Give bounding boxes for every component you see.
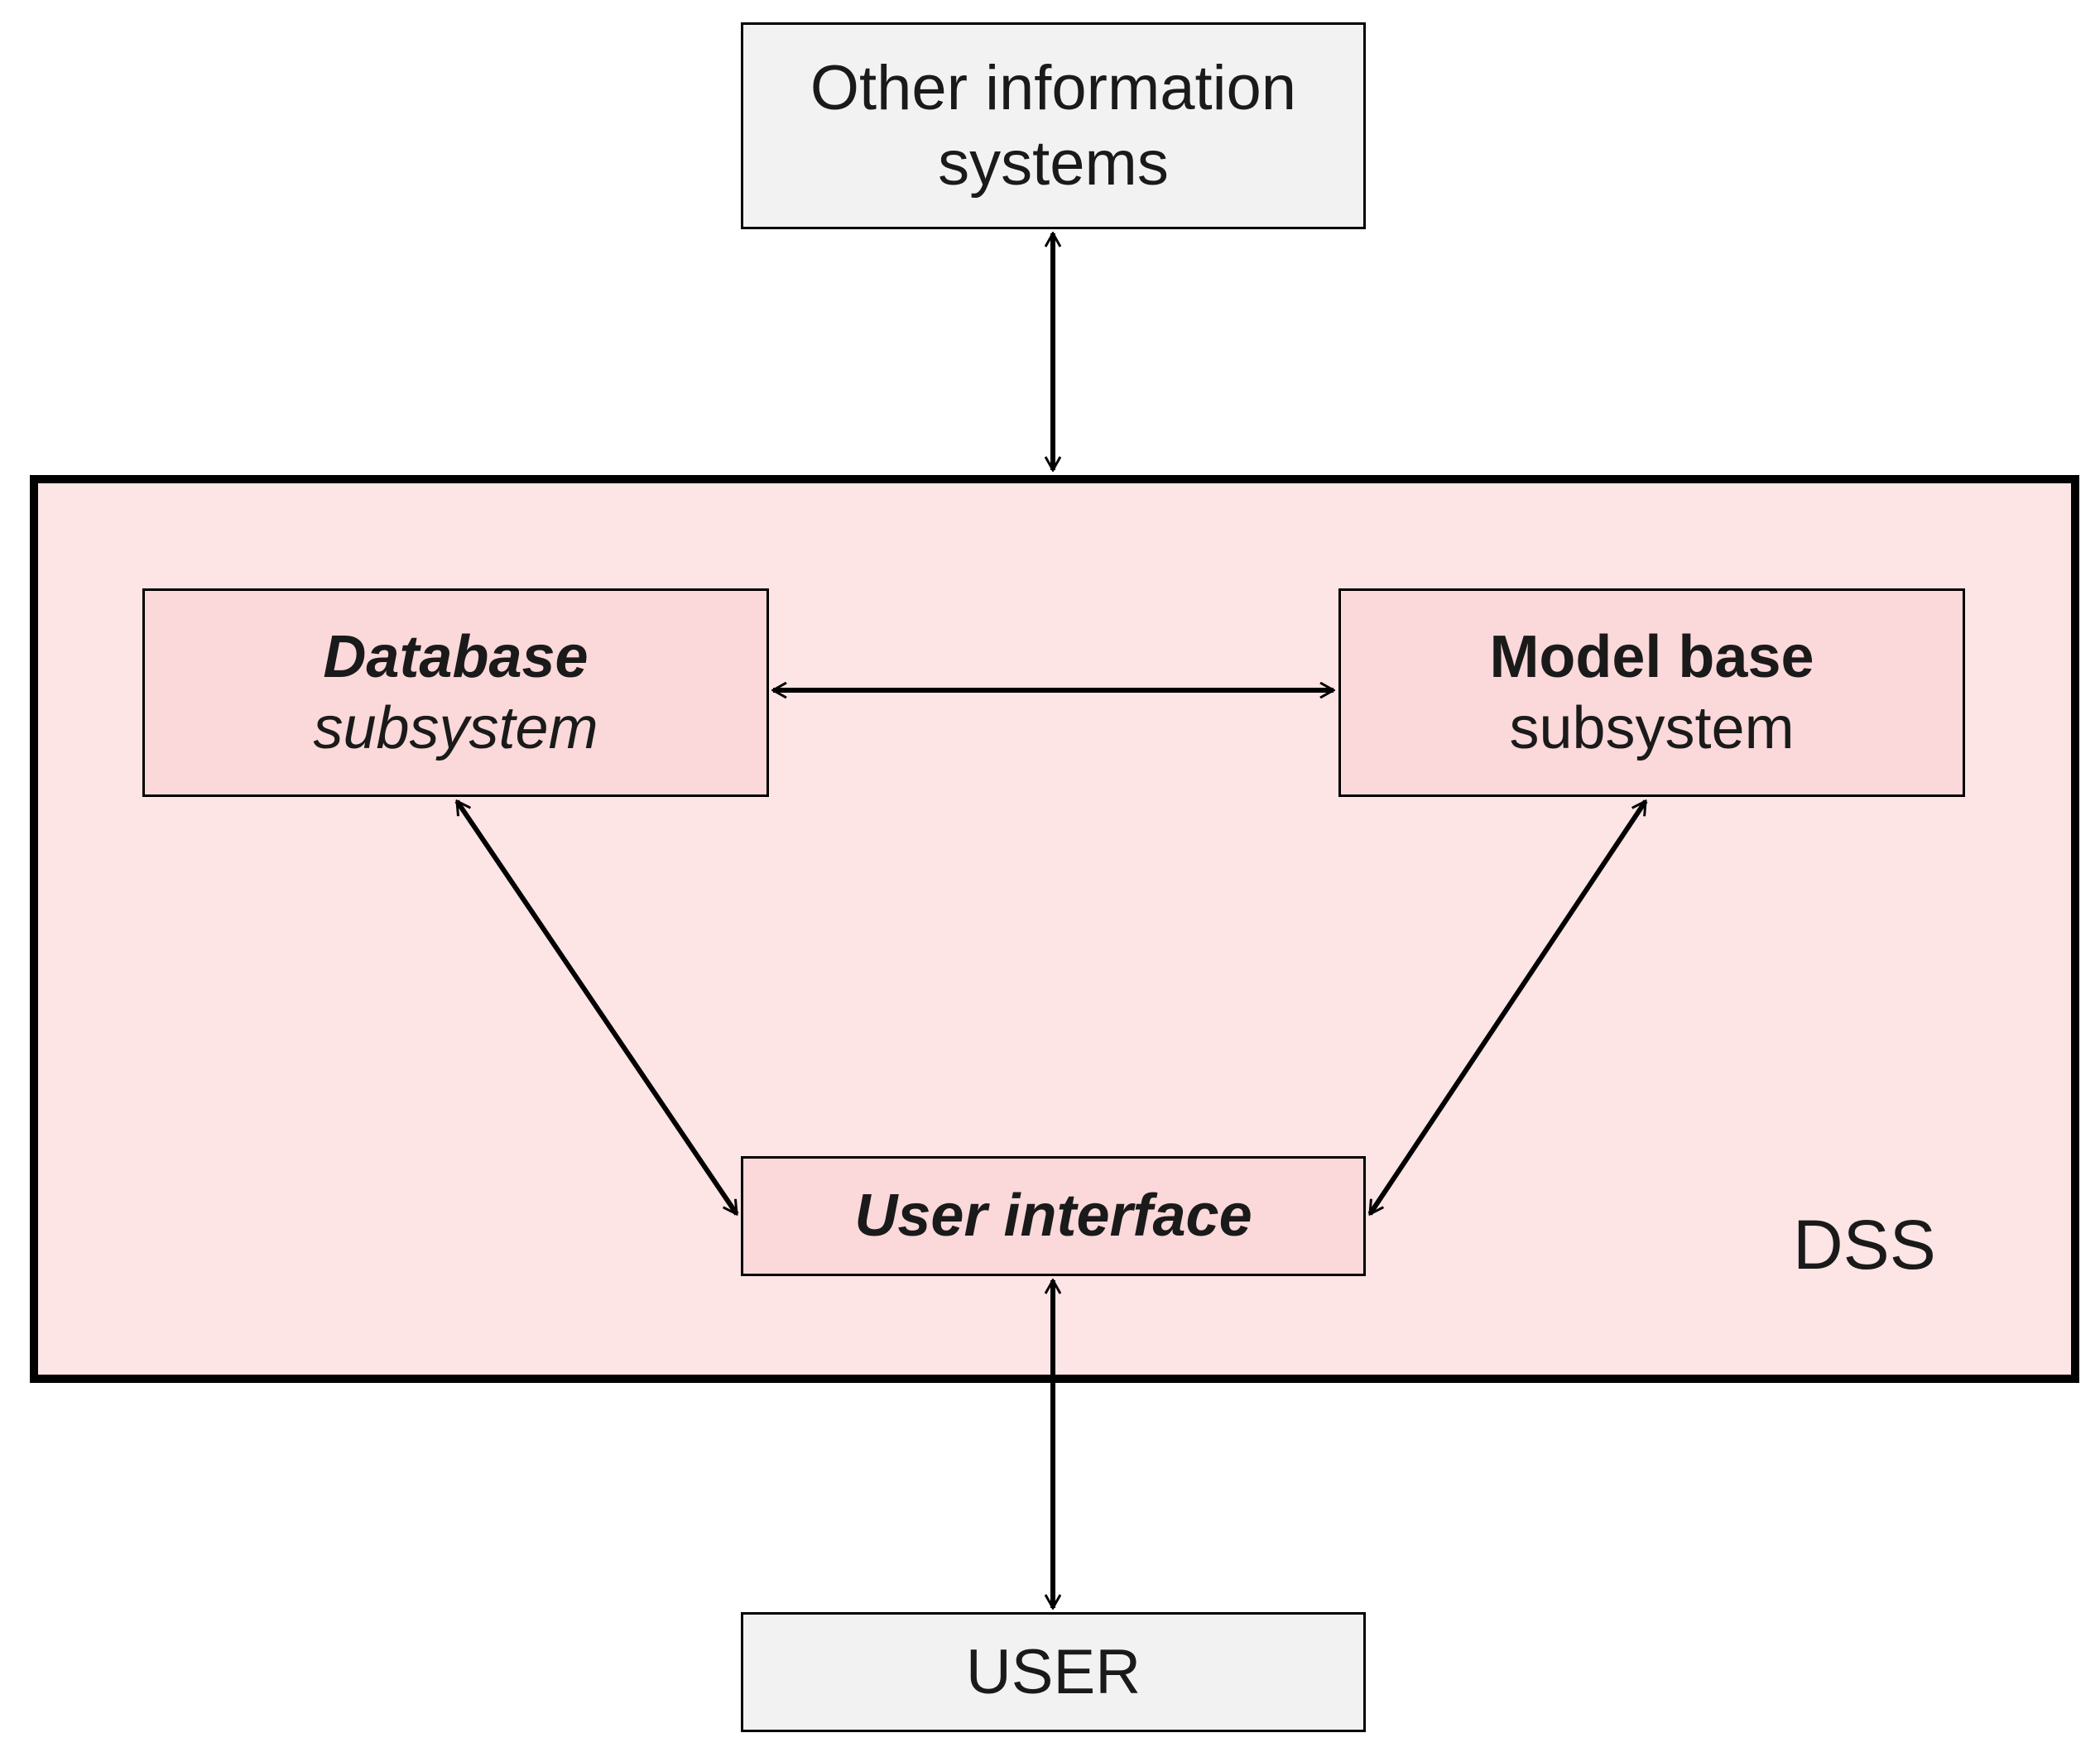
other-systems-line2: systems bbox=[938, 128, 1169, 199]
model-base-subsystem-box: Model base subsystem bbox=[1338, 588, 1965, 797]
dss-label: DSS bbox=[1793, 1206, 1936, 1284]
user-label: USER bbox=[965, 1636, 1141, 1707]
other-systems-line1: Other information bbox=[810, 52, 1297, 123]
user-interface-label: User interface bbox=[854, 1183, 1252, 1250]
database-subsystem-box: Database subsystem bbox=[142, 588, 769, 797]
database-subtitle: subsystem bbox=[313, 695, 598, 761]
user-interface-box: User interface bbox=[741, 1156, 1366, 1276]
user-box: USER bbox=[741, 1612, 1366, 1732]
other-information-systems-box: Other information systems bbox=[741, 22, 1366, 229]
arrow-model-base-user-interface bbox=[1367, 801, 1648, 1214]
model-base-title: Model base bbox=[1489, 623, 1814, 690]
database-title: Database bbox=[323, 623, 589, 690]
arrow-database-user-interface bbox=[454, 801, 739, 1214]
model-base-subtitle: subsystem bbox=[1509, 695, 1795, 761]
